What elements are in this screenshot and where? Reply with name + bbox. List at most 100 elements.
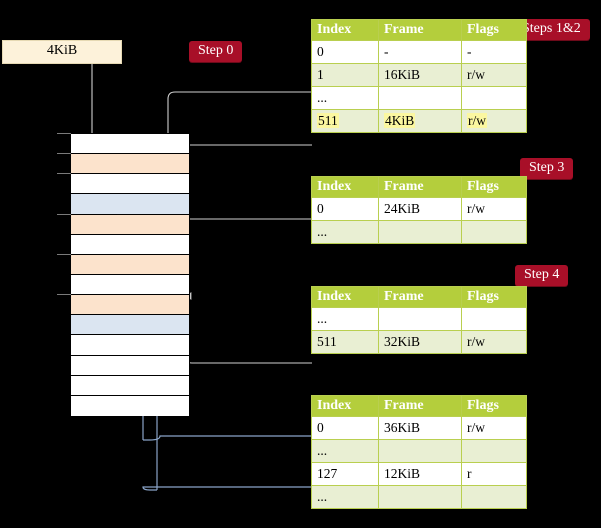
cell-flags bbox=[461, 307, 527, 331]
cell-index: ... bbox=[311, 307, 379, 331]
frame-tick bbox=[57, 173, 71, 175]
cell-index: 0 bbox=[311, 40, 379, 64]
memory-frame-row bbox=[71, 154, 189, 175]
cell-text: 511 bbox=[317, 334, 337, 349]
cell-index: ... bbox=[311, 439, 379, 463]
cell-flags: r bbox=[461, 462, 527, 486]
cell-text: ... bbox=[317, 224, 328, 239]
physical-memory-column bbox=[70, 133, 190, 416]
cell-flags: r/w bbox=[461, 109, 527, 133]
table-row: ... bbox=[311, 220, 527, 244]
cell-text: r/w bbox=[467, 201, 485, 216]
memory-frame-row bbox=[71, 315, 189, 336]
cell-frame bbox=[378, 220, 462, 244]
memory-frame-row bbox=[71, 134, 189, 155]
cell-text: ... bbox=[317, 90, 328, 105]
table-row: 1 16KiB r/w bbox=[311, 63, 527, 87]
badge-step-0-label: Step 0 bbox=[198, 43, 234, 58]
cell-text: r/w bbox=[467, 334, 485, 349]
cell-text: ... bbox=[317, 311, 328, 326]
memory-frame-row bbox=[71, 234, 189, 255]
badge-step-0: Step 0 bbox=[189, 41, 243, 63]
badge-steps-1-2: Steps 1&2 bbox=[513, 19, 590, 41]
cell-text: 24KiB bbox=[384, 201, 421, 216]
cell-frame bbox=[378, 86, 462, 110]
badge-step-3: Step 3 bbox=[520, 158, 574, 180]
memory-frame-row bbox=[71, 335, 189, 356]
cell-text: 36KiB bbox=[384, 420, 421, 435]
cell-text: 0 bbox=[317, 44, 324, 59]
frame-tick bbox=[57, 253, 71, 255]
cell-frame: - bbox=[378, 40, 462, 64]
table-row: ... bbox=[311, 86, 527, 110]
cell-text: 1 bbox=[317, 67, 324, 82]
cell-flags: r/w bbox=[461, 197, 527, 221]
cell-frame bbox=[378, 485, 462, 509]
cell-frame bbox=[378, 307, 462, 331]
cell-flags bbox=[461, 485, 527, 509]
cell-text: 12KiB bbox=[384, 466, 421, 481]
memory-frame-row bbox=[71, 194, 189, 215]
table-row: 511 32KiB r/w bbox=[311, 330, 527, 354]
cell-text: 0 bbox=[317, 420, 324, 435]
column-header-flags: Flags bbox=[461, 286, 527, 308]
table-row: ... bbox=[311, 307, 527, 331]
badge-step-4-label: Step 4 bbox=[524, 267, 560, 282]
cell-frame: 36KiB bbox=[378, 416, 462, 440]
memory-frame-row bbox=[71, 214, 189, 235]
cell-frame: 16KiB bbox=[378, 63, 462, 87]
cell-text: r/w bbox=[467, 420, 485, 435]
frame-tick bbox=[57, 213, 71, 215]
cell-text: - bbox=[467, 44, 472, 59]
memory-frame-row bbox=[71, 254, 189, 275]
memory-frame-row bbox=[71, 174, 189, 195]
table-row: 0 -- bbox=[311, 40, 527, 64]
table-row: 0 24KiB r/w bbox=[311, 197, 527, 221]
cell-index: 0 bbox=[311, 416, 379, 440]
cell-flags bbox=[461, 439, 527, 463]
cell-frame: 4KiB bbox=[378, 109, 462, 133]
cell-flags bbox=[461, 86, 527, 110]
memory-frame-row bbox=[71, 375, 189, 396]
cell-index: 511 bbox=[311, 330, 379, 354]
badge-step-3-label: Step 3 bbox=[529, 160, 565, 175]
column-header-flags: Flags bbox=[461, 176, 527, 198]
cell-text: r bbox=[467, 466, 472, 481]
virtual-address-box: 4KiB bbox=[2, 40, 122, 64]
cell-index: 1 bbox=[311, 63, 379, 87]
virtual-address-label: 4KiB bbox=[46, 43, 78, 58]
cell-flags: - bbox=[461, 40, 527, 64]
table-row: ... bbox=[311, 485, 527, 509]
cell-text: 511 bbox=[317, 113, 339, 128]
cell-text: ... bbox=[317, 489, 328, 504]
table-row: 0 36KiB r/w bbox=[311, 416, 527, 440]
badge-step-4: Step 4 bbox=[515, 265, 569, 287]
cell-frame: 24KiB bbox=[378, 197, 462, 221]
column-header-index: Index bbox=[311, 19, 379, 41]
memory-frame-row bbox=[71, 395, 189, 416]
memory-frame-row bbox=[71, 274, 189, 296]
frame-tick bbox=[57, 294, 71, 296]
cell-flags bbox=[461, 220, 527, 244]
table-row: ... bbox=[311, 439, 527, 463]
cell-flags: r/w bbox=[461, 63, 527, 87]
column-header-index: Index bbox=[311, 286, 379, 308]
column-header-flags: Flags bbox=[461, 19, 527, 41]
cell-text: 16KiB bbox=[384, 67, 421, 82]
column-header-frame: Frame bbox=[378, 19, 462, 41]
column-header-flags: Flags bbox=[461, 395, 527, 417]
column-header-frame: Frame bbox=[378, 395, 462, 417]
frame-tick bbox=[57, 133, 71, 134]
cell-frame: 32KiB bbox=[378, 330, 462, 354]
cell-index: 0 bbox=[311, 197, 379, 221]
cell-index: ... bbox=[311, 485, 379, 509]
column-header-index: Index bbox=[311, 395, 379, 417]
column-header-frame: Frame bbox=[378, 286, 462, 308]
cell-text: 0 bbox=[317, 201, 324, 216]
cell-frame: 12KiB bbox=[378, 462, 462, 486]
